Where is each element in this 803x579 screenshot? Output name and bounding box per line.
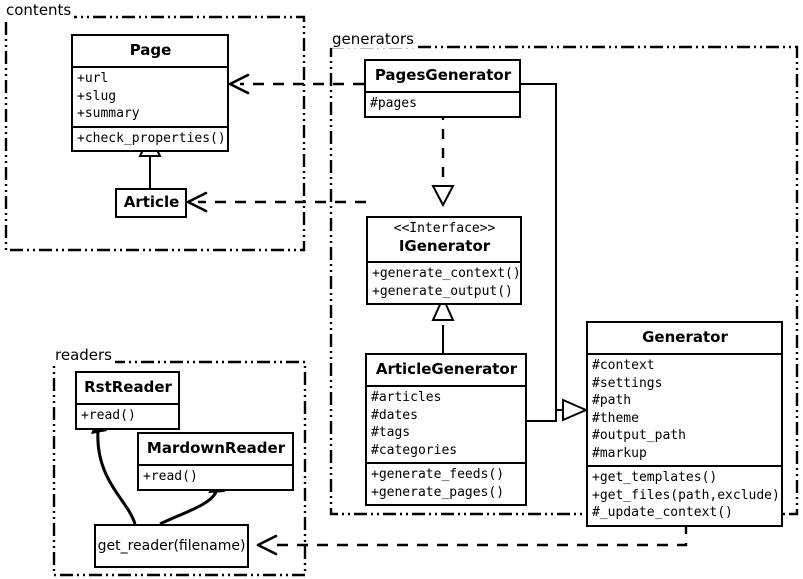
class-box-igenerator[interactable]: <<Interface>> IGenerator +generate_conte… (366, 216, 522, 305)
class-generator-attributes: #context #settings #path #theme #output_… (588, 353, 781, 465)
class-mardown-reader-methods: +read() (139, 464, 292, 489)
attribute-theme: #theme (592, 410, 639, 426)
class-box-mardown-reader[interactable]: MardownReader +read() (137, 432, 294, 491)
class-generator-name: Generator (642, 328, 728, 346)
attribute-output-path: #output_path (592, 428, 686, 443)
method-check-properties: +check_properties() (77, 130, 226, 146)
attribute-url: +url (77, 71, 109, 86)
curve-get-reader-to-rstreader (96, 429, 137, 525)
function-get-reader-label: get_reader(filename) (97, 538, 246, 554)
class-article-generator-name: ArticleGenerator (375, 360, 518, 378)
function-box-get-reader[interactable]: get_reader(filename) (94, 524, 249, 568)
attribute-settings: #settings (592, 375, 663, 391)
class-generator-header: Generator (588, 323, 781, 353)
open-arrowhead-article (186, 191, 208, 213)
open-arrowhead-get-reader (256, 534, 278, 556)
class-rst-reader-header: RstReader (77, 373, 178, 403)
attribute-pages: #pages (370, 96, 417, 111)
class-box-pages-generator[interactable]: PagesGenerator #pages (364, 59, 521, 118)
class-page-attributes: +url +slug +summary (73, 66, 227, 126)
class-pages-generator-header: PagesGenerator (366, 61, 519, 91)
attribute-tags: #tags (371, 425, 411, 440)
package-label-readers: readers (52, 346, 115, 364)
attribute-dates: #dates (371, 407, 418, 423)
method-generate-output: +generate_output() (372, 283, 513, 299)
class-page-methods: +check_properties() (73, 125, 227, 151)
package-label-contents: contents (3, 1, 75, 19)
class-box-article[interactable]: Article (115, 188, 187, 218)
line-articlegenerator-to-generator (527, 410, 557, 422)
attribute-context: #context (592, 358, 655, 373)
realization-arrowhead-igenerator-top (431, 185, 455, 208)
method-get-templates: +get_templates() (592, 470, 718, 485)
package-label-generators: generators (329, 30, 417, 48)
class-pages-generator-attributes: #pages (366, 91, 519, 116)
class-igenerator-methods: +generate_context() +generate_output() (368, 261, 521, 303)
class-pages-generator-name: PagesGenerator (374, 66, 512, 84)
class-mardown-reader-name: MardownReader (146, 439, 286, 457)
class-generator-methods: +get_templates() +get_files(path,exclude… (588, 465, 781, 525)
generalization-arrowhead-generator (562, 398, 589, 422)
class-page-name: Page (129, 41, 172, 59)
class-box-generator[interactable]: Generator #context #settings #path #them… (586, 321, 783, 527)
class-article-generator-header: ArticleGenerator (367, 355, 525, 385)
class-rst-reader-methods: +read() (77, 403, 178, 428)
attribute-articles: #articles (371, 390, 442, 405)
method-get-files: +get_files(path,exclude) (592, 487, 780, 503)
class-box-rst-reader[interactable]: RstReader +read() (75, 371, 180, 430)
attribute-slug: +slug (77, 88, 117, 104)
class-article-name: Article (123, 193, 180, 211)
attribute-markup: #markup (592, 445, 647, 461)
method-rst-read: +read() (81, 408, 136, 423)
method-generate-context: +generate_context() (372, 266, 521, 281)
class-article-generator-methods: +generate_feeds() +generate_pages() (367, 462, 525, 504)
class-mardown-reader-header: MardownReader (139, 434, 292, 464)
class-article-header: Article (117, 190, 185, 216)
class-article-generator-attributes: #articles #dates #tags #categories (367, 385, 525, 462)
class-igenerator-header: <<Interface>> IGenerator (368, 218, 520, 261)
class-box-page[interactable]: Page +url +slug +summary +check_properti… (71, 34, 229, 152)
class-igenerator-stereotype: <<Interface>> (393, 221, 496, 236)
class-page-header: Page (73, 36, 227, 66)
attribute-summary: +summary (77, 106, 140, 121)
curve-get-reader-to-mardownreader (159, 491, 218, 526)
method-mardown-read: +read() (143, 469, 198, 484)
class-igenerator-name: IGenerator (398, 237, 491, 255)
class-rst-reader-name: RstReader (84, 378, 172, 396)
attribute-categories: #categories (371, 442, 458, 458)
method-generate-feeds: +generate_feeds() (371, 467, 505, 482)
open-arrowhead-page (228, 73, 250, 95)
method-generate-pages: +generate_pages() (371, 484, 505, 500)
method-update-context: #_update_context() (592, 505, 733, 520)
attribute-path: #path (592, 393, 632, 408)
class-box-article-generator[interactable]: ArticleGenerator #articles #dates #tags … (365, 353, 527, 506)
